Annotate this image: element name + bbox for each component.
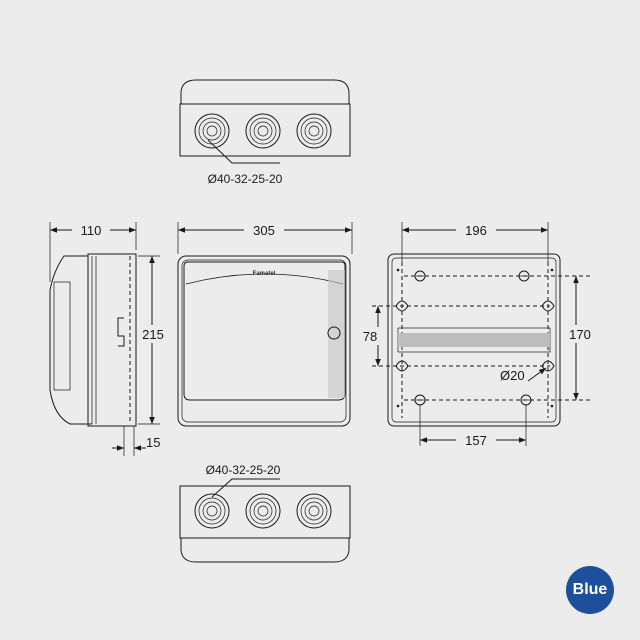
side-view: 110 15 215: [49, 222, 166, 456]
depth-dimension: 110: [81, 223, 102, 238]
back-view: 196 78 170: [360, 222, 594, 448]
bottom-view: Ø40-32-25-20: [179, 463, 351, 563]
vertical-spacing-dimension: 170: [569, 327, 591, 342]
bottom-gland-2: [245, 493, 281, 529]
bottom-gland-3: [296, 493, 332, 529]
front-view: 305 Famatel: [177, 222, 353, 427]
bottom-gland-label: Ø40-32-25-20: [206, 463, 281, 477]
brand-label: Famatel: [253, 271, 276, 277]
hole-diameter-label: Ø20: [500, 368, 525, 383]
top-gland-label: Ø40-32-25-20: [208, 172, 283, 186]
width-dimension: 305: [253, 223, 275, 238]
rail-offset-dimension: 15: [146, 435, 160, 450]
bottom-spacing-dimension: 157: [465, 433, 487, 448]
top-view: Ø40-32-25-20: [179, 79, 351, 186]
hole-spacing-dimension: 196: [465, 223, 487, 238]
color-badge: Blue: [566, 566, 614, 614]
height-dimension: 215: [142, 327, 164, 342]
top-gland-3: [296, 113, 332, 149]
top-gland-2: [245, 113, 281, 149]
rail-spacing-dimension: 78: [363, 329, 377, 344]
top-gland-1: [194, 113, 230, 149]
bottom-gland-1: [194, 493, 230, 529]
